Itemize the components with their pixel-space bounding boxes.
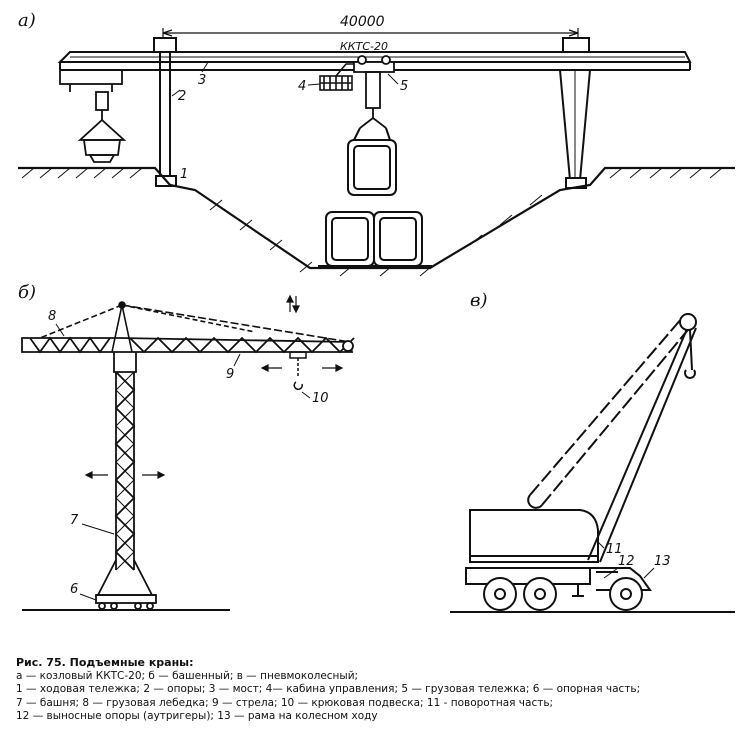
leader-6 <box>79 593 97 601</box>
support-right <box>558 37 592 189</box>
tower-base <box>95 559 157 610</box>
label-2: 2 <box>178 89 186 104</box>
travel-arrows <box>84 471 166 479</box>
tower-head <box>39 301 351 353</box>
label-7: 7 <box>70 513 79 528</box>
boom <box>527 313 697 563</box>
dimension-value: 40000 <box>340 14 385 30</box>
leader-5 <box>387 73 399 85</box>
label-5: 5 <box>400 79 408 94</box>
caption-line-2: 1 — ходовая тележка; 2 — опоры; 3 — мост… <box>16 683 641 695</box>
bridge-plate: ККТС-20 <box>340 40 388 53</box>
panel-a-label: а) <box>18 10 36 31</box>
label-1: 1 <box>180 167 188 182</box>
jib <box>21 336 355 354</box>
tower <box>113 352 137 571</box>
control-cabin <box>319 63 354 91</box>
caption-line-1: а — козловый ККТС-20; б — башенный; в — … <box>16 669 359 682</box>
label-4: 4 <box>298 79 306 94</box>
leader-4 <box>307 83 321 86</box>
label-12: 12 <box>618 554 635 569</box>
label-6: 6 <box>70 582 78 597</box>
figure-caption: Рис. 75. Подъемные краны: а — козловый К… <box>16 656 736 724</box>
caption-line-3: 7 — башня; 8 — грузовая лебедка; 9 — стр… <box>16 696 554 709</box>
hanging-load <box>347 127 397 196</box>
leader-10 <box>301 391 311 399</box>
leader-12 <box>603 567 619 579</box>
leader-8 <box>55 323 65 337</box>
hook-block <box>289 351 307 391</box>
label-3: 3 <box>198 73 206 88</box>
panel-b-label: б) <box>18 282 36 303</box>
label-10: 10 <box>312 391 329 406</box>
leader-7 <box>81 523 115 535</box>
leader-13 <box>643 567 655 579</box>
leader-3 <box>201 61 209 73</box>
panel-v-label: в) <box>470 290 488 311</box>
cranes-figure: а) 40000 ККТС-20 <box>18 10 735 613</box>
label-11: 11 <box>606 542 623 557</box>
rotating-part <box>469 509 599 563</box>
caption-title: Рис. 75. Подъемные краны: <box>16 656 194 669</box>
grab-bucket <box>59 69 127 163</box>
ground-pit <box>18 166 735 270</box>
leader-9 <box>233 353 241 367</box>
label-13: 13 <box>654 554 671 569</box>
loads-on-ground <box>318 211 432 267</box>
trolley-arrows <box>260 294 344 372</box>
ground-hatching <box>21 167 723 277</box>
label-8: 8 <box>48 309 56 324</box>
cargo-trolley <box>353 55 395 129</box>
wheels <box>483 577 643 611</box>
leader-2 <box>171 89 181 97</box>
support-left <box>153 37 177 187</box>
leader-11 <box>595 539 605 549</box>
caption-line-4: 12 — выносные опоры (аутригеры); 13 — ра… <box>16 710 378 722</box>
label-9: 9 <box>226 367 234 382</box>
